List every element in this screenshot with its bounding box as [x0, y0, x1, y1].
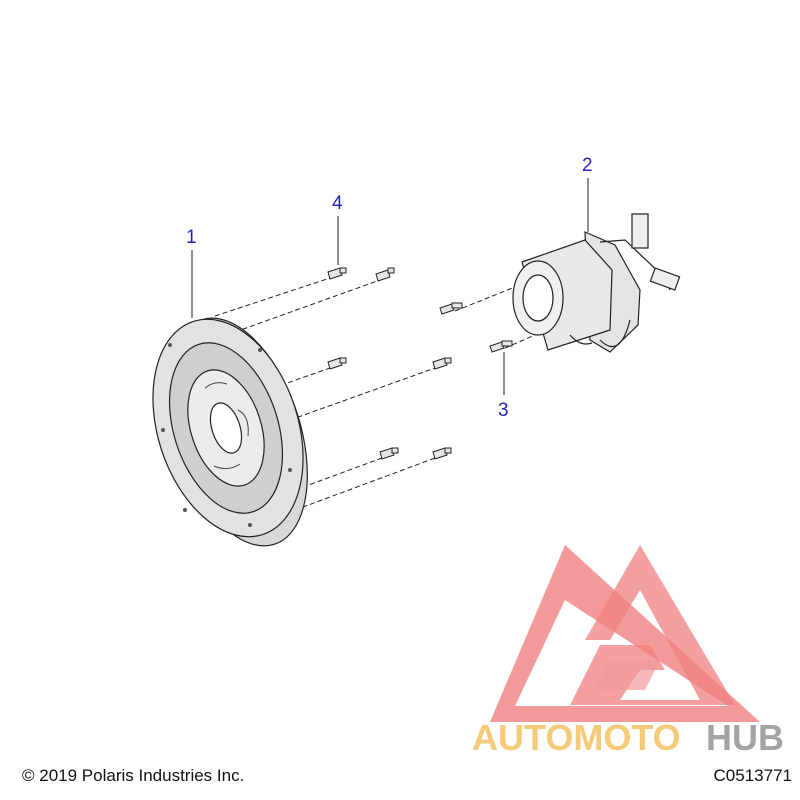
watermark-word-part2: HUB [706, 717, 784, 758]
drawing-id-text: C0513771 [713, 766, 792, 785]
watermark-logo [490, 545, 760, 722]
copyright-text: © 2019 Polaris Industries Inc. [22, 766, 245, 785]
bolt-part-4 [327, 267, 452, 460]
callout-1: 1 [186, 227, 197, 248]
callout-2: 2 [582, 155, 593, 176]
bolt-part-3 [439, 302, 513, 353]
watermark-word-part1: AUTOMOTO [472, 717, 681, 758]
callout-4: 4 [332, 193, 343, 214]
clutch-disc-part [152, 317, 308, 547]
release-bearing-part [512, 213, 681, 353]
leader-lines [191, 178, 589, 395]
callout-3: 3 [498, 400, 509, 421]
assembly-lines [214, 277, 536, 511]
watermark-wordmark: AUTOMOTO HUB [472, 717, 784, 758]
